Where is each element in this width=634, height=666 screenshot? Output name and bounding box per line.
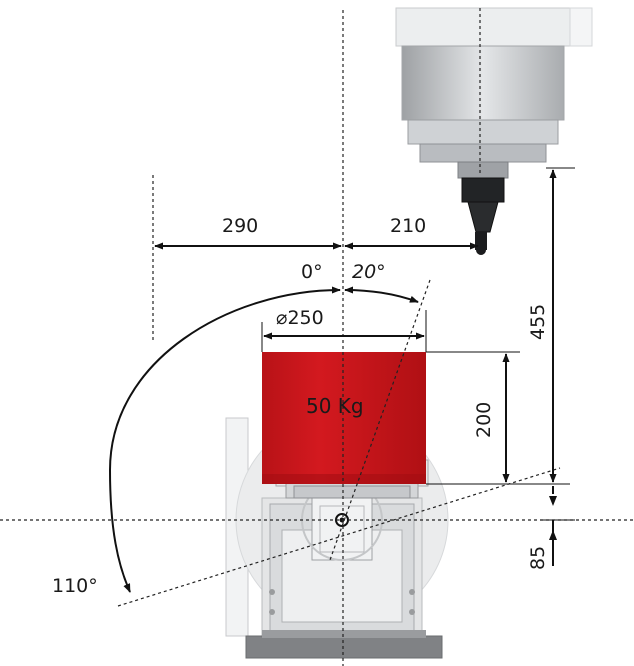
arc-20 — [344, 286, 419, 303]
label-210: 210 — [390, 215, 426, 237]
label-290: 290 — [222, 215, 258, 237]
label-85: 85 — [527, 546, 549, 570]
tilt-20-line — [329, 279, 431, 561]
payload-cylinder — [262, 352, 426, 484]
label-455: 455 — [527, 304, 549, 340]
label-payload: 50 Kg — [306, 394, 364, 418]
label-200: 200 — [473, 402, 495, 438]
payload-body — [262, 352, 426, 484]
dimension-lines — [108, 169, 557, 593]
label-angle-110: 110° — [52, 575, 98, 597]
extension-lines — [261, 167, 575, 521]
tilt-110-line — [117, 467, 561, 607]
axis-lines — [0, 8, 634, 666]
label-angle-20: 20° — [352, 261, 386, 283]
arc-110 — [108, 286, 341, 593]
spindle-head — [395, 7, 593, 255]
label-diameter: ⌀250 — [276, 307, 324, 329]
label-angle-zero: 0° — [301, 261, 323, 283]
dimension-labels: 290 210 0° 20° ⌀250 50 Kg 110° 200 455 8… — [52, 215, 549, 597]
